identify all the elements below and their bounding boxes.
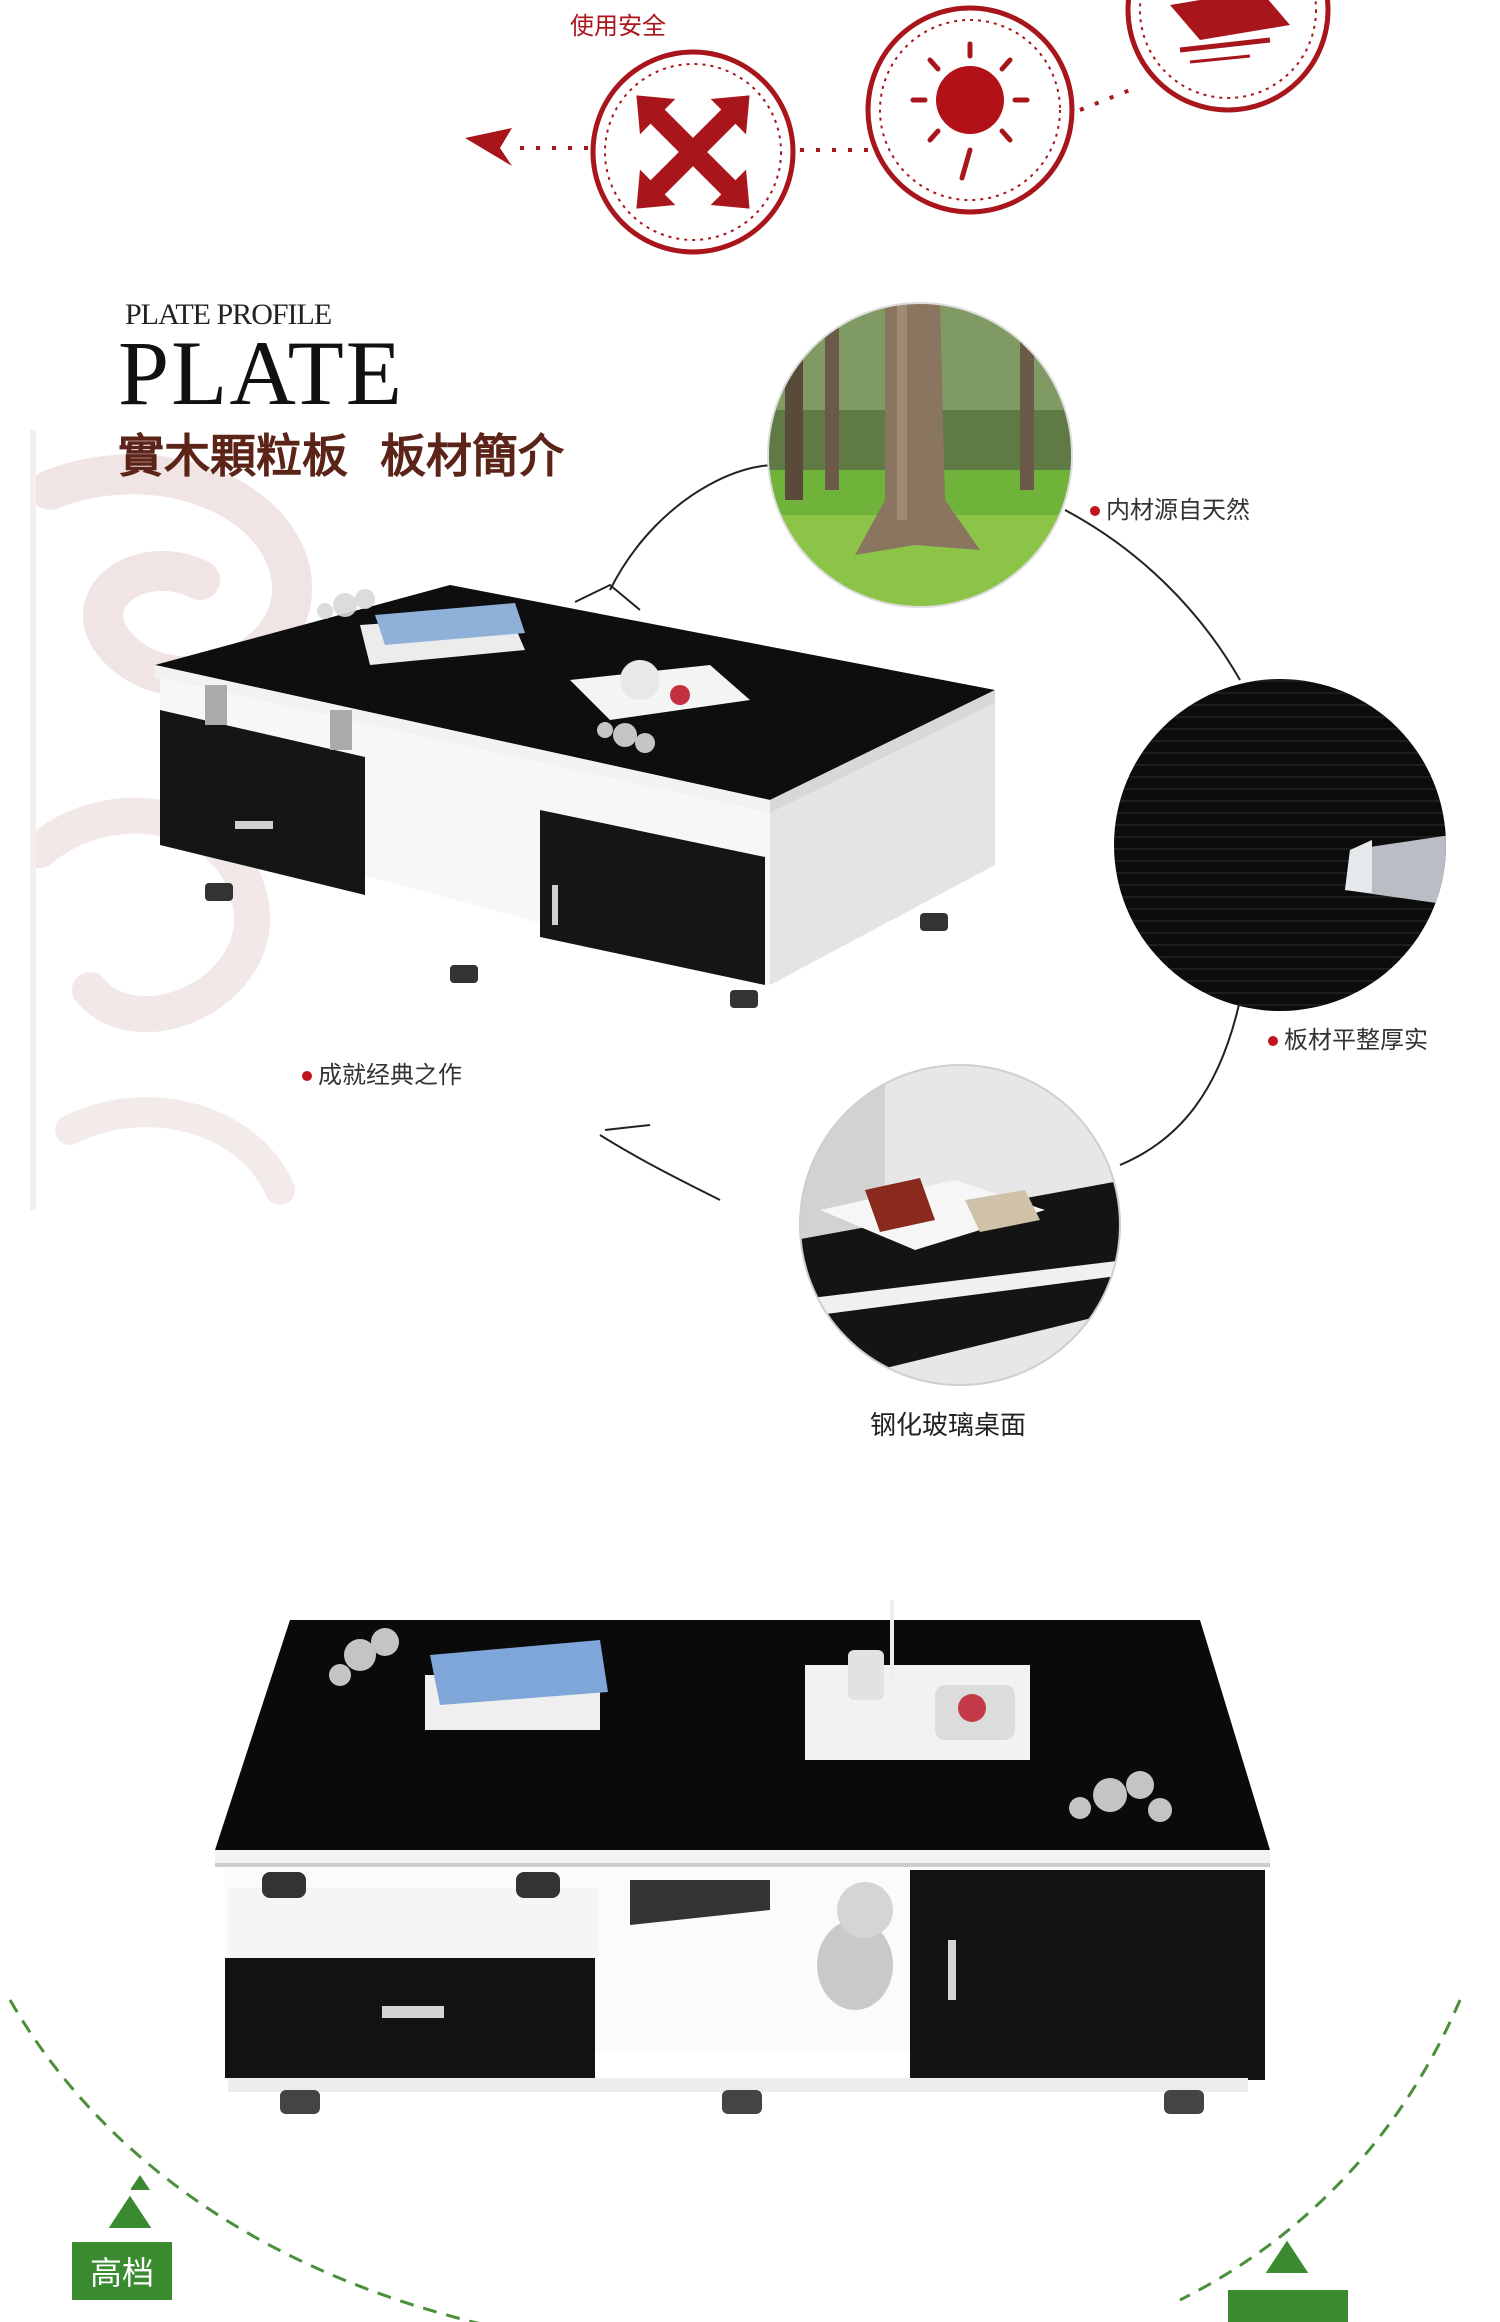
arrow-left-icon [465,128,512,166]
safe-use-label: 使用安全 [570,12,666,40]
boards-icon [1125,0,1331,113]
plate-chinese-title: 實木顆粒板 板材簡介 [118,429,565,483]
caption-natural-material: 内材源自天然 [1090,490,1250,525]
glass-top-closeup-circle [799,1064,1121,1386]
bullet-dot-icon [302,1071,312,1081]
caption-classic-work: 成就经典之作 [302,1055,462,1090]
caption-flat-thick: 板材平整厚实 [1268,1020,1428,1055]
coffee-table-front-image [8,1600,1462,2322]
bullet-dot-icon [1090,506,1100,516]
expand-arrows-icon [590,49,796,255]
plate-title: PLATE [118,322,404,424]
grade-badge: 高档 [72,2242,173,2300]
plate-profile-section: PLATE PROFILE PLATE 實木顆粒板 板材簡介 内材源自天然 [0,280,1500,1441]
caption-tempered-glass: 钢化玻璃桌面 [870,1411,1027,1441]
tree-photo-circle [767,302,1073,608]
plate-profile-subtitle: PLATE PROFILE [125,298,332,331]
bullet-dot-icon [1268,1036,1278,1046]
front-view-section: 高档 [0,1580,1500,2322]
sun-icon [865,5,1075,215]
green-triangle-icon [130,2175,150,2190]
top-icons-graphic [465,0,1331,255]
top-feature-strip: 使用安全 [0,0,1500,270]
black-board-circle [1114,679,1446,1011]
coffee-table-perspective-image [155,585,995,1008]
